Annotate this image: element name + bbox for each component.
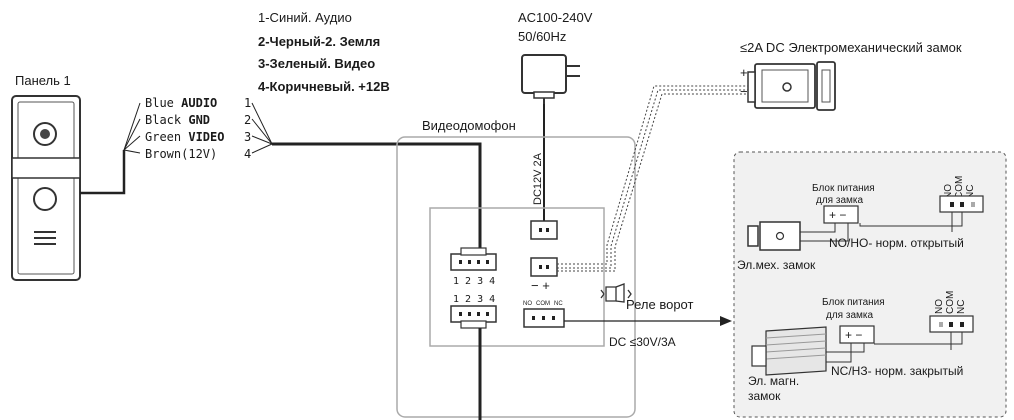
magnetic-lock-icon <box>751 326 827 376</box>
wire-2-number: 2 <box>244 113 251 127</box>
gate-relay-icon <box>600 283 632 303</box>
legend-line-2: 2-Черный-2. Земля <box>258 34 380 49</box>
wire-3-number: 3 <box>244 130 251 144</box>
call-button-icon <box>33 187 57 211</box>
psu-2-box <box>839 325 875 344</box>
port-2 <box>450 305 497 329</box>
em-lock-label: Эл.мех. замок <box>737 258 816 272</box>
psu-2-label-2: для замка <box>826 310 873 321</box>
port-2-numbers: 1 2 3 4 <box>453 294 495 305</box>
term-1-nc: NC <box>965 185 976 199</box>
wire-1-number: 1 <box>244 96 251 110</box>
arrow-icon <box>720 316 732 326</box>
lock-plus: + <box>740 65 748 80</box>
panel-cable <box>80 150 126 195</box>
monitor-label: Видеодомофон <box>422 118 516 133</box>
relay-rating: DC ≤30V/3A <box>609 335 676 349</box>
relay-no-label: NO <box>523 301 532 307</box>
lock-minus: − <box>740 84 748 99</box>
adapter-voltage: AC100-240V <box>518 10 593 25</box>
dc-label: DC12V 2A <box>532 152 544 205</box>
door-panel <box>11 95 81 281</box>
nc-mode-label: NC/НЗ- норм. закрытый <box>831 364 963 378</box>
monitor-connector-panel <box>429 207 605 347</box>
psu-2-label-1: Блок питания <box>822 297 885 308</box>
panel-label: Панель 1 <box>15 73 71 88</box>
lock-wires <box>557 85 748 272</box>
term-2-no: NO <box>934 299 945 314</box>
port-1 <box>450 247 497 271</box>
port-1-numbers: 1 2 3 4 <box>453 276 495 287</box>
term-2-com: COM <box>945 291 956 314</box>
wire-color-list: Blue AUDIO Black GND Green VIDEO Brown(1… <box>145 96 251 161</box>
power-adapter-icon <box>521 54 580 104</box>
psu-1-box <box>823 205 859 224</box>
legend-line-4: 4-Коричневый. +12В <box>258 79 390 94</box>
mag-lock-label-1: Эл. магн. <box>748 374 799 388</box>
relay-nc-label: NC <box>554 301 563 307</box>
relay-label: Реле ворот <box>626 297 693 312</box>
wire-fanout <box>123 102 273 154</box>
electric-lock-label: ≤2A DC Электромеханический замок <box>740 40 962 55</box>
em-lock-icon <box>747 221 801 251</box>
wire-3-label: Green VIDEO <box>145 130 224 144</box>
monitor-outline <box>396 136 636 418</box>
terminal-block-2 <box>929 315 974 333</box>
relay-com-label: COM <box>536 301 550 307</box>
psu-2-terminals: + − <box>845 328 862 342</box>
wire-4-label: Brown(12V) <box>145 147 217 161</box>
psu-1-label-1: Блок питания <box>812 183 875 194</box>
option-2-wires <box>800 332 963 363</box>
terminal-block-1 <box>939 195 984 213</box>
lock-connector <box>530 257 558 277</box>
relay-connector <box>523 308 565 328</box>
main-cable <box>272 142 482 262</box>
name-plate <box>11 157 81 179</box>
legend-line-3: 3-Зеленый. Видео <box>258 56 375 71</box>
term-1-com: COM <box>954 176 965 199</box>
lock-polarity: − + <box>531 278 550 293</box>
wire-1-label: Blue AUDIO <box>145 96 217 110</box>
no-mode-label: NO/НО- норм. открытый <box>829 236 964 250</box>
wire-4-number: 4 <box>244 147 251 161</box>
wire-2-label: Black GND <box>145 113 210 127</box>
term-1-no: NO <box>943 184 954 199</box>
psu-1-label-2: для замка <box>816 195 863 206</box>
electric-lock-icon <box>747 61 836 111</box>
wire-legend: 1-Синий. Аудио 2-Черный-2. Земля 3-Зелен… <box>258 10 390 94</box>
mag-lock-label-2: замок <box>748 389 781 403</box>
term-2-nc: NC <box>956 300 967 314</box>
dc-in-connector <box>530 220 558 240</box>
legend-line-1: 1-Синий. Аудио <box>258 10 352 25</box>
psu-1-terminals: + − <box>829 208 846 222</box>
adapter-frequency: 50/60Hz <box>518 29 566 44</box>
